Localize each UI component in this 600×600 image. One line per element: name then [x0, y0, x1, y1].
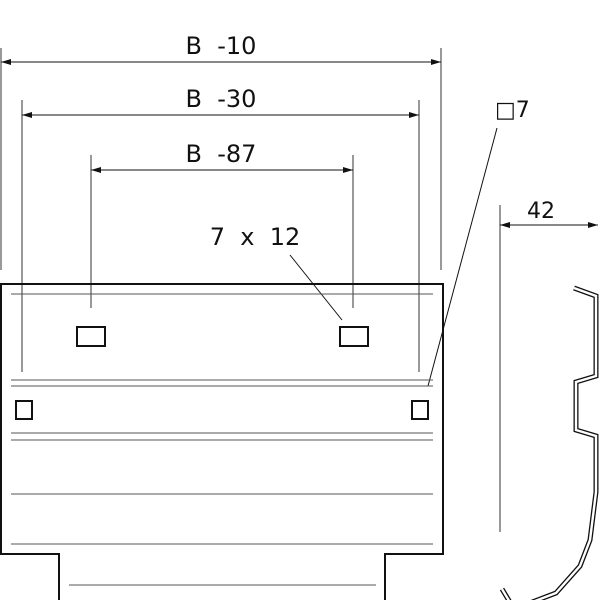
side-profile [499, 285, 599, 600]
plate-outline [0, 283, 444, 600]
label-mid: B -30 [186, 85, 257, 113]
slot-hole-right [339, 326, 369, 347]
square-hole-left [15, 400, 33, 420]
label-square-hole: □7 [495, 98, 530, 123]
label-overall: B -10 [186, 32, 257, 60]
square-hole-right [411, 400, 429, 420]
label-inner: B -87 [186, 140, 257, 168]
slot-hole-left [76, 326, 106, 347]
label-profile-depth: 42 [527, 199, 555, 224]
extension-lines [0, 48, 501, 532]
leader-slot [289, 254, 343, 321]
label-slot: 7 x 12 [210, 223, 301, 251]
leader-square [427, 127, 498, 387]
fold-lines [11, 293, 433, 586]
